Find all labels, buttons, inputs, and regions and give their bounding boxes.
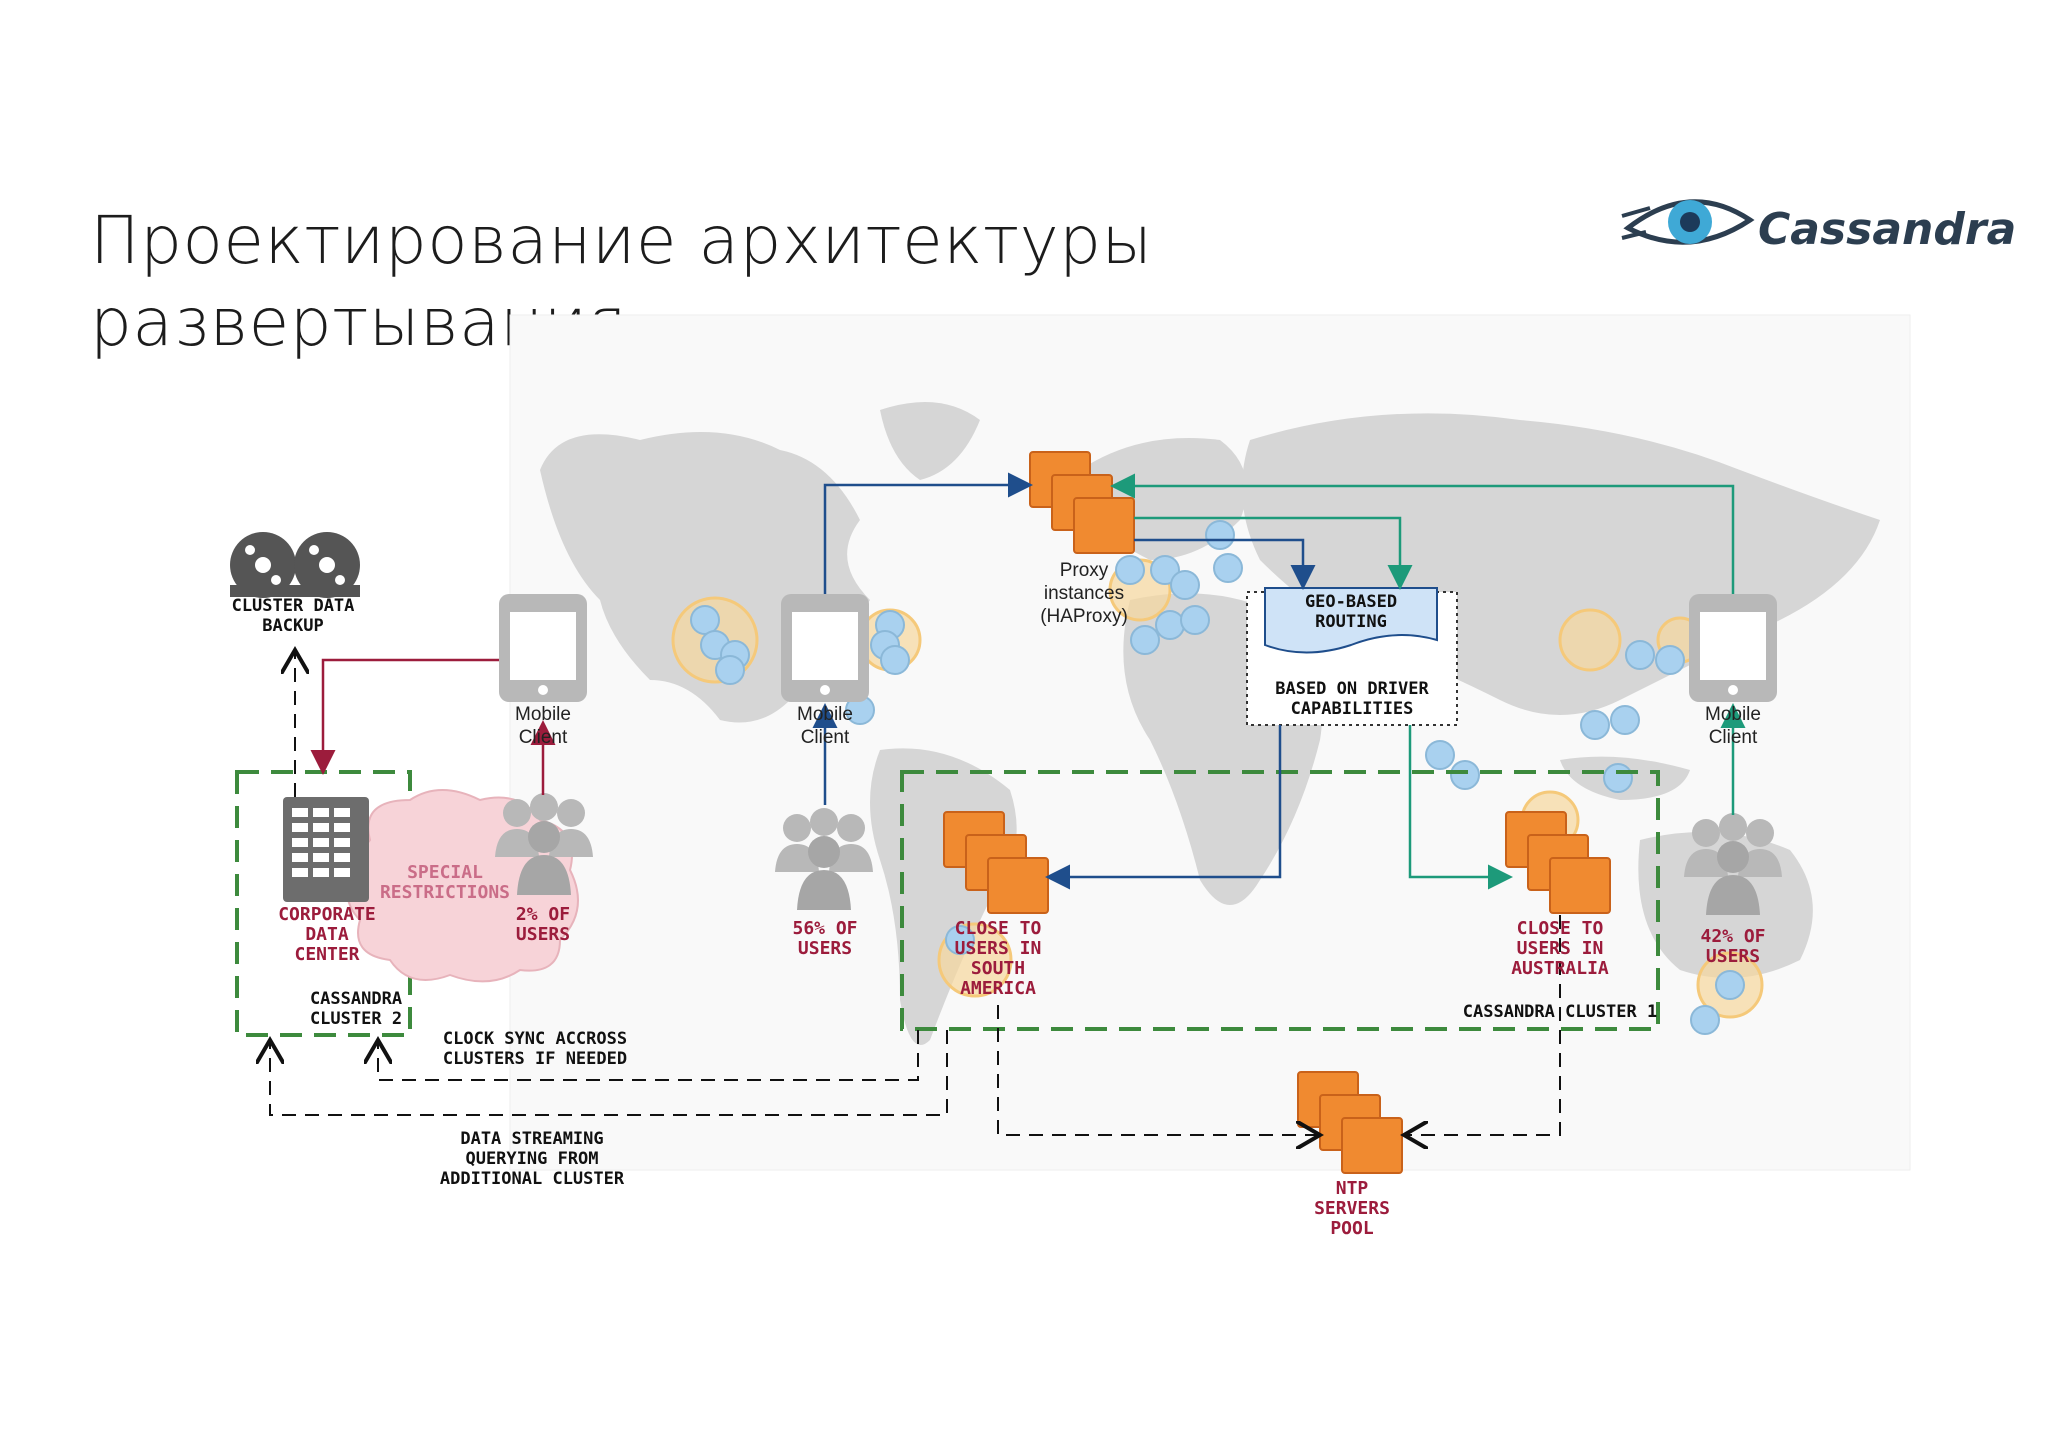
cluster1-label: CASSANDRA CLUSTER 1 [1463, 1002, 1657, 1022]
teal-arrows [1110, 473, 1746, 890]
users-group-2pct [495, 793, 593, 895]
mobile-left-label-1: Mobile [515, 704, 571, 725]
ntp-label-3: POOL [1330, 1218, 1374, 1239]
australia-label-3: AUSTRALIA [1511, 958, 1609, 979]
users-group-56pct [775, 808, 873, 910]
dashed-arrows [270, 650, 1561, 1135]
ntp-server-stack [1297, 1071, 1403, 1174]
special-label-1: SPECIAL [407, 862, 483, 883]
mobile-device-right [1689, 594, 1777, 702]
mobile-right-label-2: Client [1709, 727, 1758, 748]
users-2-label-2: USERS [516, 924, 570, 945]
map-greenland [880, 402, 980, 480]
cluster2-label-1: CASSANDRA [310, 989, 402, 1009]
mobile-device-middle [781, 594, 869, 702]
ntp-label-1: NTP [1336, 1178, 1369, 1199]
geo-routing-document [1264, 587, 1438, 654]
australia-label-1: CLOSE TO [1517, 918, 1604, 939]
clock-sync-label-1: CLOCK SYNC ACCROSS [443, 1029, 627, 1049]
geo-routing-label-2: ROUTING [1315, 612, 1387, 632]
geo-routing-label-1: GEO-BASED [1305, 592, 1397, 612]
mobile-right-label-1: Mobile [1705, 704, 1761, 725]
users-42-label-1: 42% OF [1700, 926, 1765, 947]
red-arrows [310, 658, 556, 795]
proxy-label-3: (HAProxy) [1040, 606, 1128, 627]
corp-label-1: CORPORATE [278, 904, 376, 925]
ntp-label-2: SERVERS [1314, 1198, 1390, 1219]
data-streaming-label-1: DATA STREAMING [460, 1129, 603, 1149]
data-streaming-label-2: QUERYING FROM [465, 1149, 598, 1169]
south-america-label-1: CLOSE TO [955, 918, 1042, 939]
users-56-label-2: USERS [798, 938, 852, 959]
special-label-2: RESTRICTIONS [380, 882, 510, 903]
south-america-label-2: USERS IN [955, 938, 1042, 959]
driver-caps-label-1: BASED ON DRIVER [1275, 679, 1429, 699]
corp-label-2: DATA [305, 924, 349, 945]
users-56-label-1: 56% OF [792, 918, 857, 939]
proxy-label-2: instances [1044, 583, 1124, 604]
south-america-server-stack [943, 811, 1049, 914]
mobile-mid-label-2: Client [801, 727, 850, 748]
data-streaming-label-3: ADDITIONAL CLUSTER [440, 1169, 625, 1189]
logo-text: Cassandra [1758, 204, 2017, 255]
mobile-device-left [499, 594, 587, 702]
corporate-data-center-icon [283, 797, 369, 902]
cluster2-label-2: CLUSTER 2 [310, 1009, 402, 1029]
backup-label-2: BACKUP [262, 616, 323, 636]
corp-label-3: CENTER [294, 944, 359, 965]
clock-sync-label-2: CLUSTERS IF NEEDED [443, 1049, 627, 1069]
navy-arrows [812, 472, 1316, 890]
proxy-label-1: Proxy [1060, 560, 1109, 581]
australia-label-2: USERS IN [1517, 938, 1604, 959]
users-group-42pct [1684, 813, 1782, 915]
mobile-left-label-2: Client [519, 727, 568, 748]
eye-icon [1621, 199, 1755, 245]
mobile-mid-label-1: Mobile [797, 704, 853, 725]
backup-tape-icon [230, 532, 360, 598]
australia-server-stack [1505, 811, 1611, 914]
users-42-label-2: USERS [1706, 946, 1760, 967]
south-america-label-3: SOUTH [971, 958, 1025, 979]
proxy-server-stack [1029, 451, 1135, 554]
south-america-label-4: AMERICA [960, 978, 1036, 999]
driver-caps-label-2: CAPABILITIES [1291, 699, 1414, 719]
backup-label-1: CLUSTER DATA [232, 596, 355, 616]
world-map [509, 314, 1911, 1171]
users-2-label-1: 2% OF [516, 904, 570, 925]
cassandra-logo [1621, 199, 1755, 245]
title-line-1: Проектирование архитектуры [90, 202, 1153, 279]
